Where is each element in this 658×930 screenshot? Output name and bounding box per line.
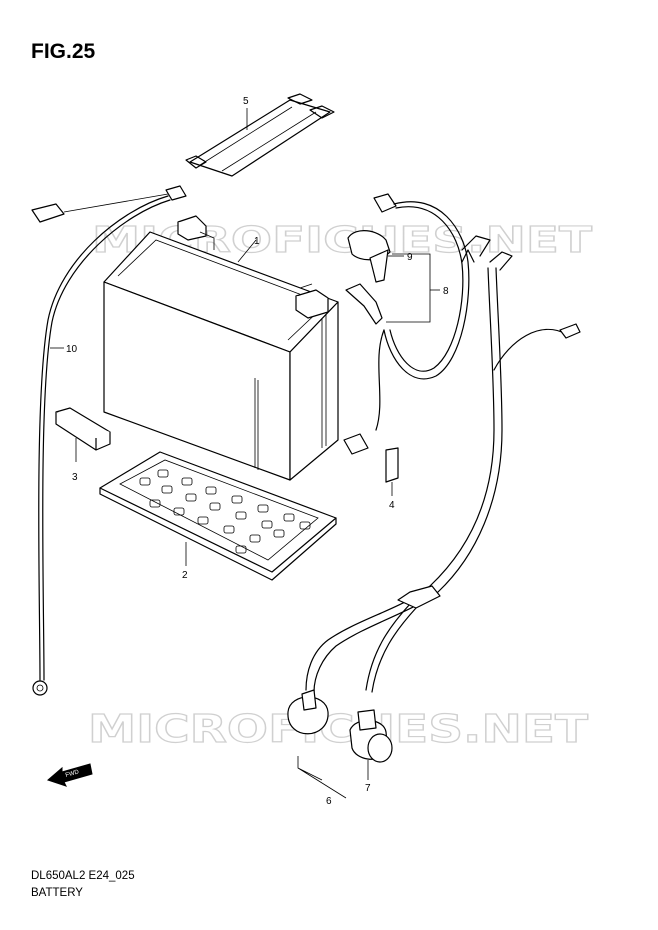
callout-2: 2 (182, 570, 188, 581)
callout-3: 3 (72, 472, 78, 483)
callout-5: 5 (243, 96, 249, 107)
figure-title: FIG.25 (31, 40, 96, 63)
diagram-code: DL650AL2 E24_025 (31, 870, 135, 882)
callout-7: 7 (365, 783, 371, 794)
small-pad (385, 447, 399, 483)
callout-10: 10 (66, 344, 78, 355)
battery-lead (343, 193, 491, 455)
callout-9: 9 (407, 252, 413, 263)
terminal-cover (347, 230, 391, 283)
callout-1: 1 (254, 236, 260, 247)
battery (103, 215, 339, 481)
spacer-pad (55, 407, 111, 451)
battery-tray (99, 451, 337, 581)
callout-6: 6 (326, 796, 332, 807)
starter-lead (287, 251, 581, 763)
forward-arrow-icon: FWD (47, 763, 93, 787)
battery-strap (185, 93, 335, 177)
ground-lead (31, 185, 187, 696)
watermark-bottom: MICROFICHES.NET (88, 707, 588, 751)
callout-8: 8 (443, 286, 449, 297)
callout-4: 4 (389, 500, 395, 511)
diagram-name: BATTERY (31, 887, 83, 899)
fwd-label: FWD (65, 769, 80, 779)
